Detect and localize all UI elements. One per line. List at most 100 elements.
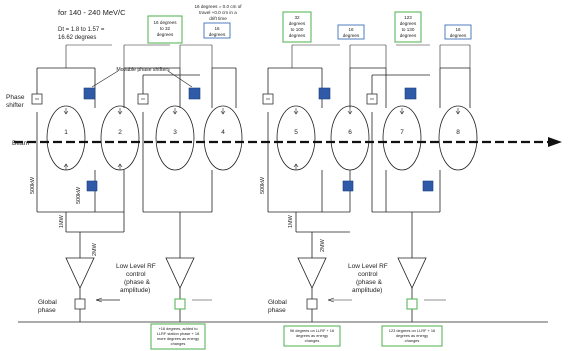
cavity-7: 7	[382, 105, 422, 171]
cavity-4-label: 4	[221, 129, 225, 136]
power-500kw-label: 500kW	[30, 176, 36, 194]
note-4-line: 32	[294, 15, 300, 20]
note-1-line: degrees	[157, 32, 174, 37]
beam-label: Beam	[12, 140, 29, 147]
cavity-6: 6	[330, 105, 370, 171]
power-500kw-label: 500kW	[260, 176, 266, 194]
llrf-control-label: (phase &	[356, 279, 383, 286]
llrf-control-label: (phase &	[124, 279, 151, 286]
note-3-line: degrees	[209, 32, 226, 37]
bottom-note-2-line: 96 degrees on LLRF + 16	[290, 328, 334, 333]
note-4-box: 32 degrees to 100 degrees	[282, 11, 312, 43]
note-5-line: degrees	[343, 33, 360, 38]
power-2mw-label: 2MW	[92, 242, 98, 256]
cavity-8-label: 8	[456, 129, 460, 136]
llrf-box-right	[406, 298, 418, 310]
beam-line: Beam	[12, 137, 562, 147]
phase-shifter-label: shifter	[6, 102, 25, 109]
cavity-8: 8	[438, 105, 478, 171]
llrf-box-left	[174, 298, 186, 310]
dt-label: Dt = 1.8 to 1.57 =	[58, 27, 105, 33]
bottom-note-3-line: 123 degrees on LLRF + 16	[389, 328, 435, 333]
note-6-line: degrees	[400, 21, 417, 26]
note-2-line: drift time	[209, 16, 227, 21]
bottom-note-3: 123 degrees on LLRF + 16 degrees as ener…	[381, 325, 443, 347]
power-2mw-label: 2MW	[320, 238, 326, 252]
note-6-line: to 130	[402, 27, 415, 32]
cavity-3-label: 3	[173, 129, 177, 136]
bottom-note-1: +16 degrees, added to LLRF station phase…	[150, 323, 206, 350]
note-3-line: 16	[214, 26, 220, 31]
llrf-control-label: Low Level RF	[116, 263, 156, 270]
power-1mw-label: 1MW	[288, 214, 294, 228]
movable-shifters-label: Movable phase shifters	[116, 67, 170, 73]
amplifier-4	[397, 257, 427, 289]
note-2-line: 16 degrees = 0.0 cm of	[194, 4, 242, 9]
note-6-line: degrees	[400, 33, 417, 38]
note-5-line: 16	[348, 27, 354, 32]
spacing-arrows	[65, 44, 471, 68]
note-5-box: 16 degrees	[337, 24, 365, 40]
bottom-note-2: 96 degrees on LLRF + 16 degrees as energ…	[283, 325, 341, 347]
llrf-control-label: Low Level RF	[348, 263, 388, 270]
bottom-note-1-line: changes	[171, 341, 186, 346]
llrf-control-label: control	[358, 271, 378, 278]
note-6-box: 123 degrees to 130 degrees	[394, 11, 422, 43]
note-6-line: 123	[404, 15, 412, 20]
note-1-box: 16 degrees to 32 degrees	[147, 15, 183, 44]
power-500kw-label: 500kW	[76, 186, 82, 204]
llrf-control-label: control	[126, 271, 146, 278]
note-7-line: 16	[455, 27, 461, 32]
cavity-2-label: 2	[118, 129, 122, 136]
amplifier-1	[65, 257, 95, 289]
global-phase-box-left	[74, 298, 86, 310]
global-phase-label: Global	[38, 299, 57, 306]
note-2-line: travel +0.0 cm in a	[199, 10, 237, 15]
note-4-line: degrees	[289, 21, 306, 26]
power-1mw-label: 1MW	[59, 214, 65, 228]
global-phase-label: phase	[268, 307, 286, 314]
note-1-line: to 32	[160, 26, 171, 31]
bottom-note-3-line: changes	[405, 338, 420, 343]
movable-shifters-callout: Movable phase shifters	[91, 67, 193, 88]
feed-network-right	[267, 67, 471, 258]
bottom-note-1-line: LLRF station phase + 16	[157, 331, 200, 336]
global-phase-label: phase	[38, 307, 56, 314]
phase-shifter-label: Phase	[6, 94, 25, 101]
cavity-1-label: 1	[64, 129, 68, 136]
drive-lines	[18, 288, 548, 323]
coupler-arrows	[63, 108, 461, 170]
amplifier-2	[165, 257, 195, 289]
llrf-control-label: amplitude)	[352, 287, 382, 294]
note-4-line: to 100	[291, 27, 304, 32]
phase-shifter-fixed	[31, 93, 378, 105]
cavity-5-label: 5	[294, 129, 298, 136]
note-7-line: degrees	[450, 33, 467, 38]
feed-network-left	[36, 67, 237, 258]
note-7-box: 16 degrees	[444, 24, 472, 40]
bottom-note-2-line: degrees as energy	[296, 333, 328, 338]
power-labels: 500kW 500kW 1MW 2MW 500kW 1MW 2MW	[30, 176, 326, 256]
llrf-control-label: amplitude)	[120, 287, 150, 294]
global-phase-label: Global	[268, 299, 287, 306]
cavity-7-label: 7	[400, 129, 404, 136]
note-3-box: 16 degrees	[203, 22, 231, 39]
note-4-line: degrees	[289, 33, 306, 38]
cavity-6-label: 6	[348, 129, 352, 136]
global-phase-box-right	[306, 298, 318, 310]
cavity-3: 3	[155, 105, 195, 171]
bottom-note-1-line: more degrees as energy	[157, 336, 199, 341]
note-1-line: 16 degrees	[154, 20, 178, 25]
bottom-note-1-line: +16 degrees, added to	[158, 326, 197, 331]
note-2-text: 16 degrees = 0.0 cm of travel +0.0 cm in…	[194, 4, 242, 21]
cavity-5: 5	[276, 105, 316, 171]
movable-phase-shifters	[83, 87, 434, 192]
cavity-2: 2	[100, 105, 140, 171]
amplifier-3	[297, 257, 327, 289]
cavity-1: 1	[46, 105, 86, 171]
dt-value: 16.62 degrees	[58, 35, 96, 41]
cavity-4: 4	[203, 105, 243, 171]
energy-range-label: for 140 - 240 MeV/C	[58, 8, 126, 17]
bottom-note-2-line: changes	[305, 338, 320, 343]
